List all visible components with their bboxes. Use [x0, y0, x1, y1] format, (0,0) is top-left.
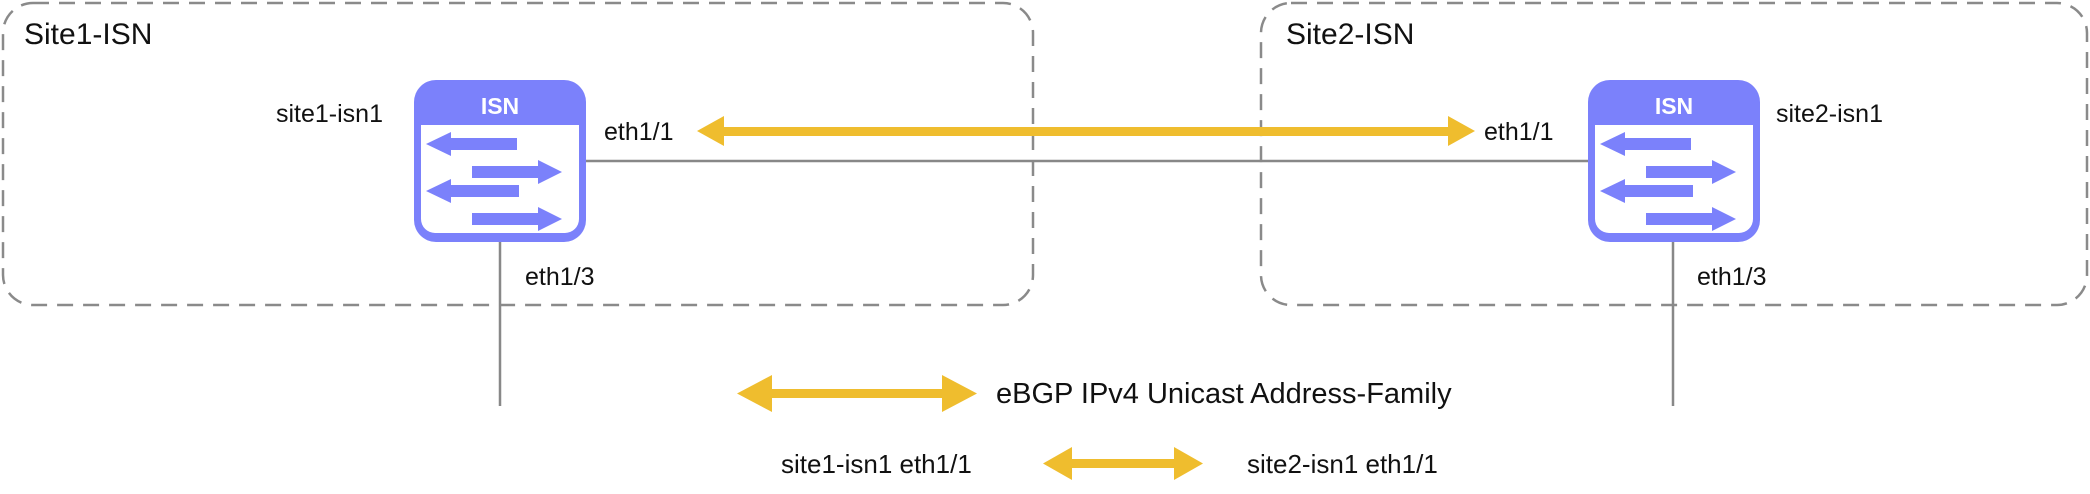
- site1-device-badge: ISN: [480, 93, 520, 119]
- site2-title: Site2-ISN: [1286, 18, 1415, 51]
- legend-arrow-icon: [737, 375, 977, 412]
- site2-port-downlink: eth1/3: [1697, 263, 1767, 291]
- site2-device-badge: ISN: [1654, 93, 1694, 119]
- site2-device-name: site2-isn1: [1776, 100, 1883, 128]
- site1-title: Site1-ISN: [24, 18, 153, 51]
- site2-isn1-switch-icon[interactable]: [1588, 80, 1760, 242]
- site1-port-uplink: eth1/1: [604, 118, 674, 146]
- site1-boundary: [1, 1, 1035, 307]
- legend-peer-right: site2-isn1 eth1/1: [1247, 449, 1438, 479]
- site1-port-downlink: eth1/3: [525, 263, 595, 291]
- legend-peer-left: site1-isn1 eth1/1: [781, 449, 972, 479]
- site1-isn1-switch-icon[interactable]: [414, 80, 586, 242]
- ebgp-session-arrow: [697, 116, 1475, 146]
- legend-title: eBGP IPv4 Unicast Address-Family: [996, 378, 1452, 410]
- peer-arrow-icon: [1043, 447, 1203, 480]
- site1-device-name: site1-isn1: [276, 100, 383, 128]
- site2-port-uplink: eth1/1: [1484, 118, 1554, 146]
